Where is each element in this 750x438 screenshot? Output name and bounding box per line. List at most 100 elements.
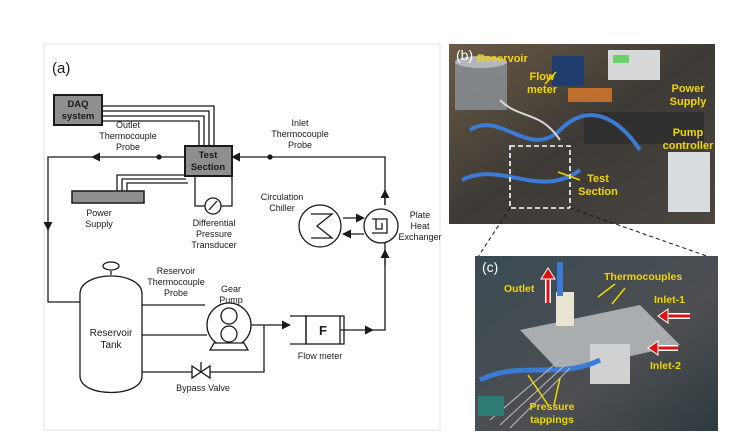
gear-bottom — [220, 325, 238, 343]
photo-b-pump-label-2: controller — [663, 140, 714, 152]
reservoir-tank-photo — [455, 62, 507, 110]
power-supply-box — [71, 190, 145, 204]
pump-base — [208, 342, 250, 351]
photo-c-thermocouples-label: Thermocouples — [604, 271, 682, 283]
panel-label-a: (a) — [52, 60, 70, 77]
photo-b-reservoir-label: Reservoir — [477, 53, 528, 65]
outlet-probe-dot — [156, 154, 162, 160]
gear-pump-label-1: Gear — [221, 284, 241, 294]
power-wire-3 — [126, 182, 188, 191]
inlet-probe-label-2: Thermocouple — [271, 129, 329, 139]
inlet-probe-dot — [267, 154, 273, 160]
outlet-probe-label-2: Thermocouple — [99, 131, 157, 141]
bypass-valve-label: Bypass Valve — [176, 383, 230, 393]
daq-label-1: DAQ — [67, 99, 88, 110]
outlet-arrow-head — [540, 267, 556, 280]
test-section-label-2: Section — [191, 162, 226, 173]
plate-hx-label-2: Heat — [410, 221, 430, 231]
chiller-coil — [311, 213, 334, 239]
reservoir-probe-head — [102, 261, 120, 271]
photo-c-inlet1-label: Inlet-1 — [654, 294, 685, 306]
plate-hx-label-1: Plate — [410, 210, 431, 220]
test-section-box — [184, 145, 233, 177]
flow-meter-symbol: F — [319, 323, 327, 338]
photo-b-pump-label-1: Pump — [673, 127, 704, 139]
outlet-fitting-photo — [556, 292, 574, 326]
white-wire — [499, 99, 561, 141]
thermocouple-pointers — [597, 283, 626, 305]
outlet-line-c — [47, 230, 80, 303]
gear-pump-label-2: Pump — [219, 295, 243, 305]
gear-top — [220, 307, 238, 325]
test-section-pointer — [557, 171, 581, 181]
daq-label-2: system — [62, 111, 95, 122]
flow-meter-photo — [552, 56, 584, 86]
power-wire-2 — [121, 178, 186, 191]
inlet-probe-label-3: Probe — [288, 140, 312, 150]
daq-box — [53, 94, 103, 126]
reservoir-tank — [79, 275, 143, 394]
inlet2-arrow-head — [647, 340, 659, 356]
outlet-line-b — [43, 156, 92, 231]
inlet1-arrow-head — [657, 308, 669, 324]
fm-flange-right — [340, 315, 345, 345]
daq-wire-4 — [102, 120, 200, 146]
chiller-label-1: Circulation — [261, 192, 304, 202]
blue-tubing-1 — [468, 113, 642, 152]
daq-wire-3 — [102, 115, 205, 146]
flow-meter-box — [305, 315, 341, 345]
plate-hx-circle — [363, 208, 399, 244]
test-section-label-1: Test — [199, 150, 219, 161]
outlet-probe-label-1: Outlet — [116, 120, 141, 130]
photo-b-test-label-1: Test — [587, 173, 609, 185]
reservoir-probe-label-1: Reservoir — [157, 266, 196, 276]
schematic-border — [43, 43, 441, 431]
reservoir-lid-photo — [455, 56, 507, 68]
hx-down-line — [373, 243, 386, 331]
photo-c-tappings-label-2: tappings — [530, 414, 574, 426]
flow-meter-pointer — [544, 71, 557, 85]
photo-c-panel — [475, 256, 718, 431]
dp-label-2: Pressure — [196, 229, 232, 239]
power-supply-display — [613, 55, 629, 63]
power-supply-photo — [608, 50, 660, 80]
green-valve-photo — [478, 396, 504, 416]
reservoir-tank-label-1: Reservoir — [90, 328, 133, 339]
reservoir-probe-label-2: Thermocouple — [147, 277, 205, 287]
panel-label-b: (b) — [456, 47, 473, 63]
chiller-circle — [298, 204, 342, 248]
photo-c-inlet2-label: Inlet-2 — [650, 360, 681, 372]
dp-label-3: Transducer — [191, 240, 236, 250]
zoom-line-right — [569, 207, 719, 261]
dp-label-1: Differential — [193, 218, 236, 228]
power-wire-1 — [116, 174, 185, 191]
blue-line-photo — [478, 357, 602, 383]
pump-controller-photo — [668, 152, 710, 212]
photo-b-flow-label-2: meter — [527, 84, 558, 96]
flow-meter-label: Flow meter — [298, 351, 343, 361]
chiller-label-2: Chiller — [269, 203, 295, 213]
photo-b-panel — [449, 44, 715, 224]
outlet-probe-label-3: Probe — [116, 142, 140, 152]
daq-wire-2 — [102, 110, 210, 146]
photo-b-flow-label-1: Flow — [529, 71, 554, 83]
inlet-probe-label-1: Inlet — [291, 118, 309, 128]
reservoir-probe-label-3: Probe — [164, 288, 188, 298]
zoom-line-left — [475, 207, 511, 261]
photo-b-power-label-2: Supply — [670, 96, 708, 108]
photo-c-outlet-label: Outlet — [504, 283, 535, 295]
power-supply-label-2: Supply — [85, 219, 113, 229]
photo-b-test-label-2: Section — [578, 186, 618, 198]
plate-hx-plates — [372, 218, 388, 234]
power-supply-label-1: Power — [86, 208, 112, 218]
zoom-connectors — [475, 207, 719, 261]
inlet-line-a — [310, 156, 386, 205]
panel-label-c: (c) — [482, 259, 498, 275]
blue-tubing-2 — [461, 168, 582, 184]
photo-c-tappings-label-1: Pressure — [530, 401, 575, 413]
fm-flange-left — [290, 315, 307, 345]
schematic-panel — [43, 43, 441, 431]
photo-b-power-label-1: Power — [671, 83, 705, 95]
tapping-pointers — [527, 374, 561, 406]
daq-wire-1 — [102, 105, 215, 146]
